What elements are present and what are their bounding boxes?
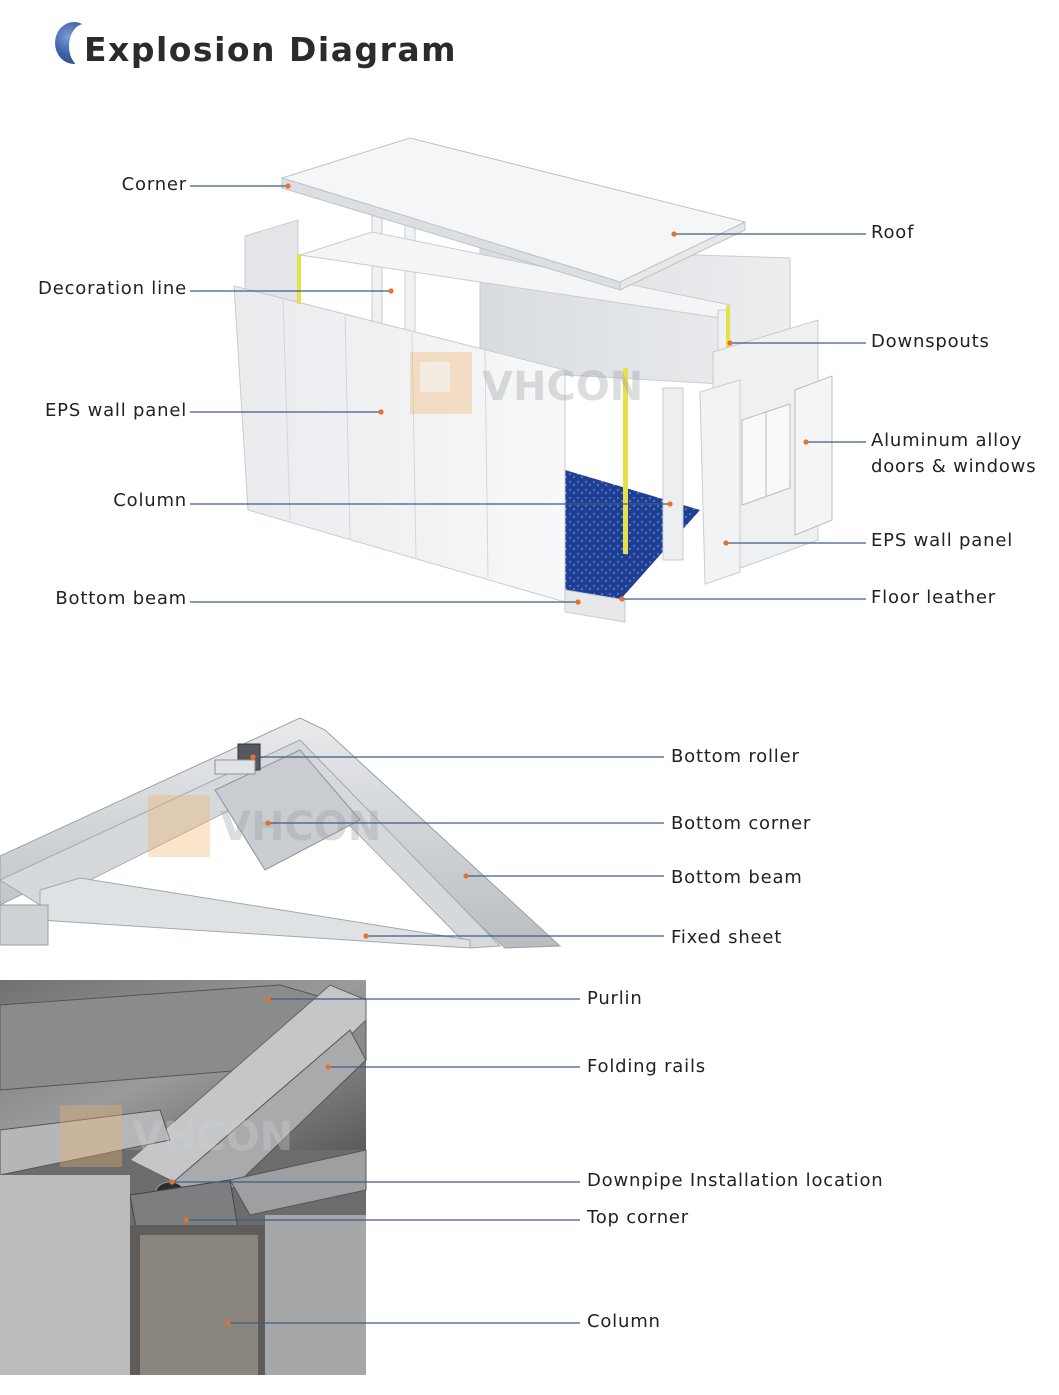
label-floor-leather: Floor leather — [871, 587, 996, 608]
label-fixed-sheet: Fixed sheet — [671, 927, 783, 948]
watermark-text: VHCON — [482, 364, 643, 410]
label-decoration-line: Decoration line — [38, 278, 187, 299]
door-panel — [794, 375, 833, 536]
leader-lines — [172, 185, 866, 1324]
label-roof: Roof — [871, 222, 915, 243]
downspout-left — [297, 254, 301, 304]
watermark-logo-2: VHCON — [148, 795, 381, 857]
downspout-front — [623, 368, 628, 554]
leader-dots — [169, 183, 809, 1326]
label-bottom-beam: Bottom beam — [55, 588, 187, 609]
label-column-detail: Column — [587, 1311, 661, 1332]
title-badge-icon — [55, 22, 99, 68]
label-bottom-corner: Bottom corner — [671, 813, 812, 834]
label-downpipe-installation: Downpipe Installation location — [587, 1170, 884, 1191]
front-side-panel — [699, 379, 741, 585]
label-bottom-beam-detail: Bottom beam — [671, 867, 803, 888]
label-corner: Corner — [121, 174, 187, 195]
bottom-frame-photo: VHCON — [0, 686, 562, 949]
exploded-house: VHCON — [233, 137, 833, 623]
frame-top-bar — [299, 231, 731, 319]
label-purlin: Purlin — [587, 988, 643, 1009]
label-aluminum-doors-windows: Aluminum alloy doors & windows — [871, 430, 1037, 477]
page-title: Explosion Diagram — [84, 30, 458, 69]
label-top-corner: Top corner — [587, 1207, 689, 1228]
label-bottom-roller: Bottom roller — [671, 746, 800, 767]
watermark-text-2: VHCON — [220, 804, 381, 850]
side-beam — [0, 1109, 171, 1176]
watermark-logo: VHCON — [410, 352, 643, 414]
bottom-beam-bar — [564, 589, 626, 623]
top-corner-photo: VHCON — [0, 980, 367, 1375]
bottom-corner-bracket — [214, 749, 361, 871]
label-eps-wall-panel-right: EPS wall panel — [871, 530, 1013, 551]
label-column: Column — [113, 490, 187, 511]
watermark-text-3: VHCON — [132, 1114, 293, 1160]
label-downspouts: Downspouts — [871, 331, 990, 352]
label-folding-rails: Folding rails — [587, 1056, 706, 1077]
label-eps-wall-panel-left: EPS wall panel — [45, 400, 187, 421]
watermark-logo-3: VHCON — [60, 1105, 293, 1167]
